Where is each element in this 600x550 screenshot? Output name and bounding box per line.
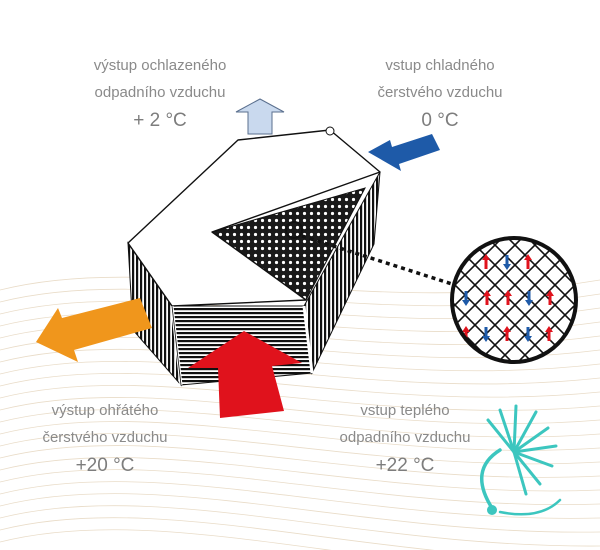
label-fresh-in-line2: čerstvého vzduchu (377, 84, 503, 101)
warm-flow-arrow-icon (483, 290, 491, 305)
exchanger-top-face (127, 129, 381, 307)
background-curve (0, 445, 600, 478)
background-curve (0, 457, 600, 492)
label-exhaust-in-line2: odpadního vzduchu (339, 429, 471, 446)
label-fresh-out: výstup ohřátého čerstvého vzduchu +20 °C (0, 397, 210, 481)
label-exhaust-in-line1: vstup teplého (360, 402, 450, 419)
background-curve (0, 433, 600, 465)
warm-flow-arrow-icon (462, 326, 470, 341)
cold-flow-arrow-icon (503, 255, 511, 270)
background-curve (0, 493, 600, 533)
magnifier-ring (285, 221, 303, 239)
cold-flow-arrow-icon (462, 291, 470, 306)
label-fresh-out-temp: +20 °C (75, 455, 135, 476)
label-fresh-in-temp: 0 °C (421, 110, 459, 131)
warm-flow-arrow-icon (545, 326, 553, 341)
label-exhaust-out-temp: + 2 °C (133, 110, 187, 131)
warm-flow-arrow-icon (503, 326, 511, 341)
label-exhaust-in: vstup teplého odpadního vzduchu +22 °C (290, 397, 520, 481)
warm-flow-arrow-icon (504, 290, 512, 305)
background-curve (0, 505, 600, 547)
label-exhaust-out-line1: výstup ochlazeného (93, 57, 227, 74)
background-curve (0, 517, 435, 550)
label-fresh-out-line1: výstup ohřátého (51, 402, 159, 419)
arrow-fresh-out (36, 298, 152, 362)
warm-flow-arrow-icon (482, 254, 490, 269)
cold-flow-arrow-icon (482, 327, 490, 342)
leader-line (301, 234, 453, 286)
dandelion-logo-icon (479, 404, 562, 516)
background-curve (0, 469, 600, 505)
heat-exchanger-detail-icon (450, 236, 578, 364)
label-fresh-in: vstup chladného čerstvého vzduchu 0 °C (320, 52, 560, 136)
arrow-exhaust-out (235, 98, 285, 135)
label-fresh-out-line2: čerstvého vzduchu (42, 429, 168, 446)
label-exhaust-out-line2: odpadního vzduchu (94, 84, 226, 101)
warm-flow-arrow-icon (546, 290, 554, 305)
label-exhaust-out: výstup ochlazeného odpadního vzduchu + 2… (40, 52, 280, 136)
arrow-exhaust-in (188, 331, 302, 418)
background-curve (0, 481, 600, 519)
label-exhaust-in-temp: +22 °C (375, 455, 435, 476)
cold-flow-arrow-icon (524, 327, 532, 342)
label-fresh-in-line1: vstup chladného (385, 57, 495, 74)
background-curve (0, 372, 600, 398)
background-curve (0, 529, 332, 550)
arrow-fresh-in (368, 134, 440, 171)
cold-flow-arrow-icon (525, 291, 533, 306)
warm-flow-arrow-icon (524, 254, 532, 269)
